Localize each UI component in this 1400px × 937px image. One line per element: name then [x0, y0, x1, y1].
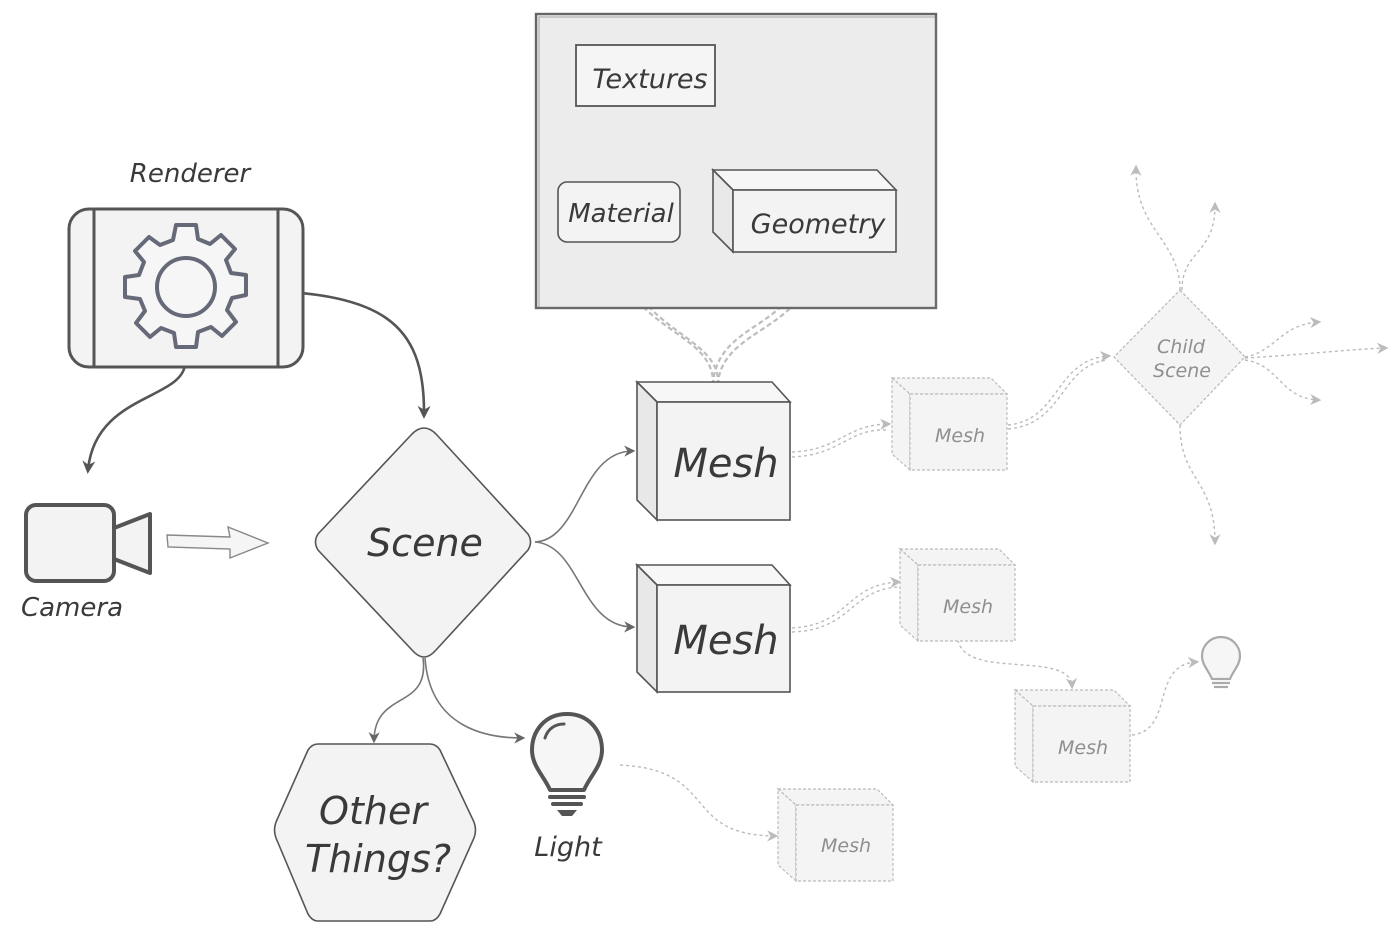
camera-view-arrow: [166, 525, 270, 560]
material-label: Material: [568, 199, 674, 229]
arrow-child-right2: [1244, 342, 1389, 359]
faint-mesh-2: Mesh: [898, 547, 1017, 643]
mesh-bottom-label: Mesh: [673, 618, 778, 664]
arrow-faint3-bulb: [1131, 656, 1200, 736]
arrow-faint1-child: [1007, 351, 1112, 426]
arrow-scene-mesh-top: [534, 445, 636, 543]
arrow-faint2-faint3: [957, 639, 1078, 690]
textures-node: Textures: [575, 44, 716, 107]
renderer-node: [67, 207, 305, 369]
light-node: Light: [530, 712, 604, 863]
light-label: Light: [534, 832, 603, 863]
material-geometry-panel: [534, 12, 938, 310]
arrow-renderer-camera: [82, 364, 187, 474]
faint-mesh-3-label: Mesh: [1058, 737, 1108, 759]
camera-label: Camera: [21, 593, 123, 623]
arrow-mesh-faint1: [791, 418, 892, 453]
faint-mesh-3: Mesh: [1013, 688, 1132, 784]
mesh-top-node: Mesh: [635, 380, 792, 522]
arrow-faint1-child-b: [1007, 359, 1109, 430]
arrow-child-up1: [1130, 164, 1181, 291]
scene-node: Scene: [314, 427, 532, 658]
renderer-label: Renderer: [130, 159, 253, 189]
faint-mesh-1-label: Mesh: [935, 425, 985, 447]
arrow-scene-light: [424, 657, 526, 744]
camera-node: Camera: [21, 503, 152, 623]
light-bulb-icon: [530, 712, 604, 816]
mesh-bottom-node: Mesh: [635, 563, 792, 694]
other-things-line2: Things?: [305, 837, 451, 881]
material-node: Material: [557, 181, 681, 243]
textures-label: Textures: [592, 64, 707, 95]
arrow-child-down: [1179, 424, 1221, 546]
child-scene-line2: Scene: [1153, 360, 1211, 382]
faint-mesh-1: Mesh: [890, 376, 1009, 472]
arrow-child-right1: [1244, 317, 1322, 358]
arrow-mesh-faint1-b: [791, 429, 889, 458]
gear-icon: [123, 223, 248, 349]
child-scene-node: Child Scene: [1113, 289, 1246, 426]
faint-mesh-4: Mesh: [776, 787, 895, 883]
arrow-scene-other: [368, 657, 425, 744]
arrow-mesh-faint2-b: [791, 586, 899, 633]
other-things-line1: Other: [319, 789, 429, 833]
arrow-scene-mesh-bottom: [534, 541, 636, 633]
arrow-child-right3: [1244, 359, 1322, 406]
child-scene-line1: Child: [1157, 336, 1206, 358]
arrow-mesh-faint2: [791, 576, 902, 629]
video-camera-icon: [24, 503, 152, 583]
mesh-top-label: Mesh: [673, 441, 778, 487]
geometry-label: Geometry: [751, 209, 887, 240]
arrow-light-faint4: [619, 764, 779, 842]
faint-mesh-4-label: Mesh: [821, 835, 871, 857]
scene-label: Scene: [367, 521, 483, 565]
geometry-node: Geometry: [711, 168, 898, 254]
arrow-child-up2: [1181, 201, 1221, 291]
faint-mesh-2-label: Mesh: [943, 596, 993, 618]
faint-light-bulb-icon: [1200, 635, 1242, 689]
other-things-node: Other Things?: [273, 743, 477, 922]
